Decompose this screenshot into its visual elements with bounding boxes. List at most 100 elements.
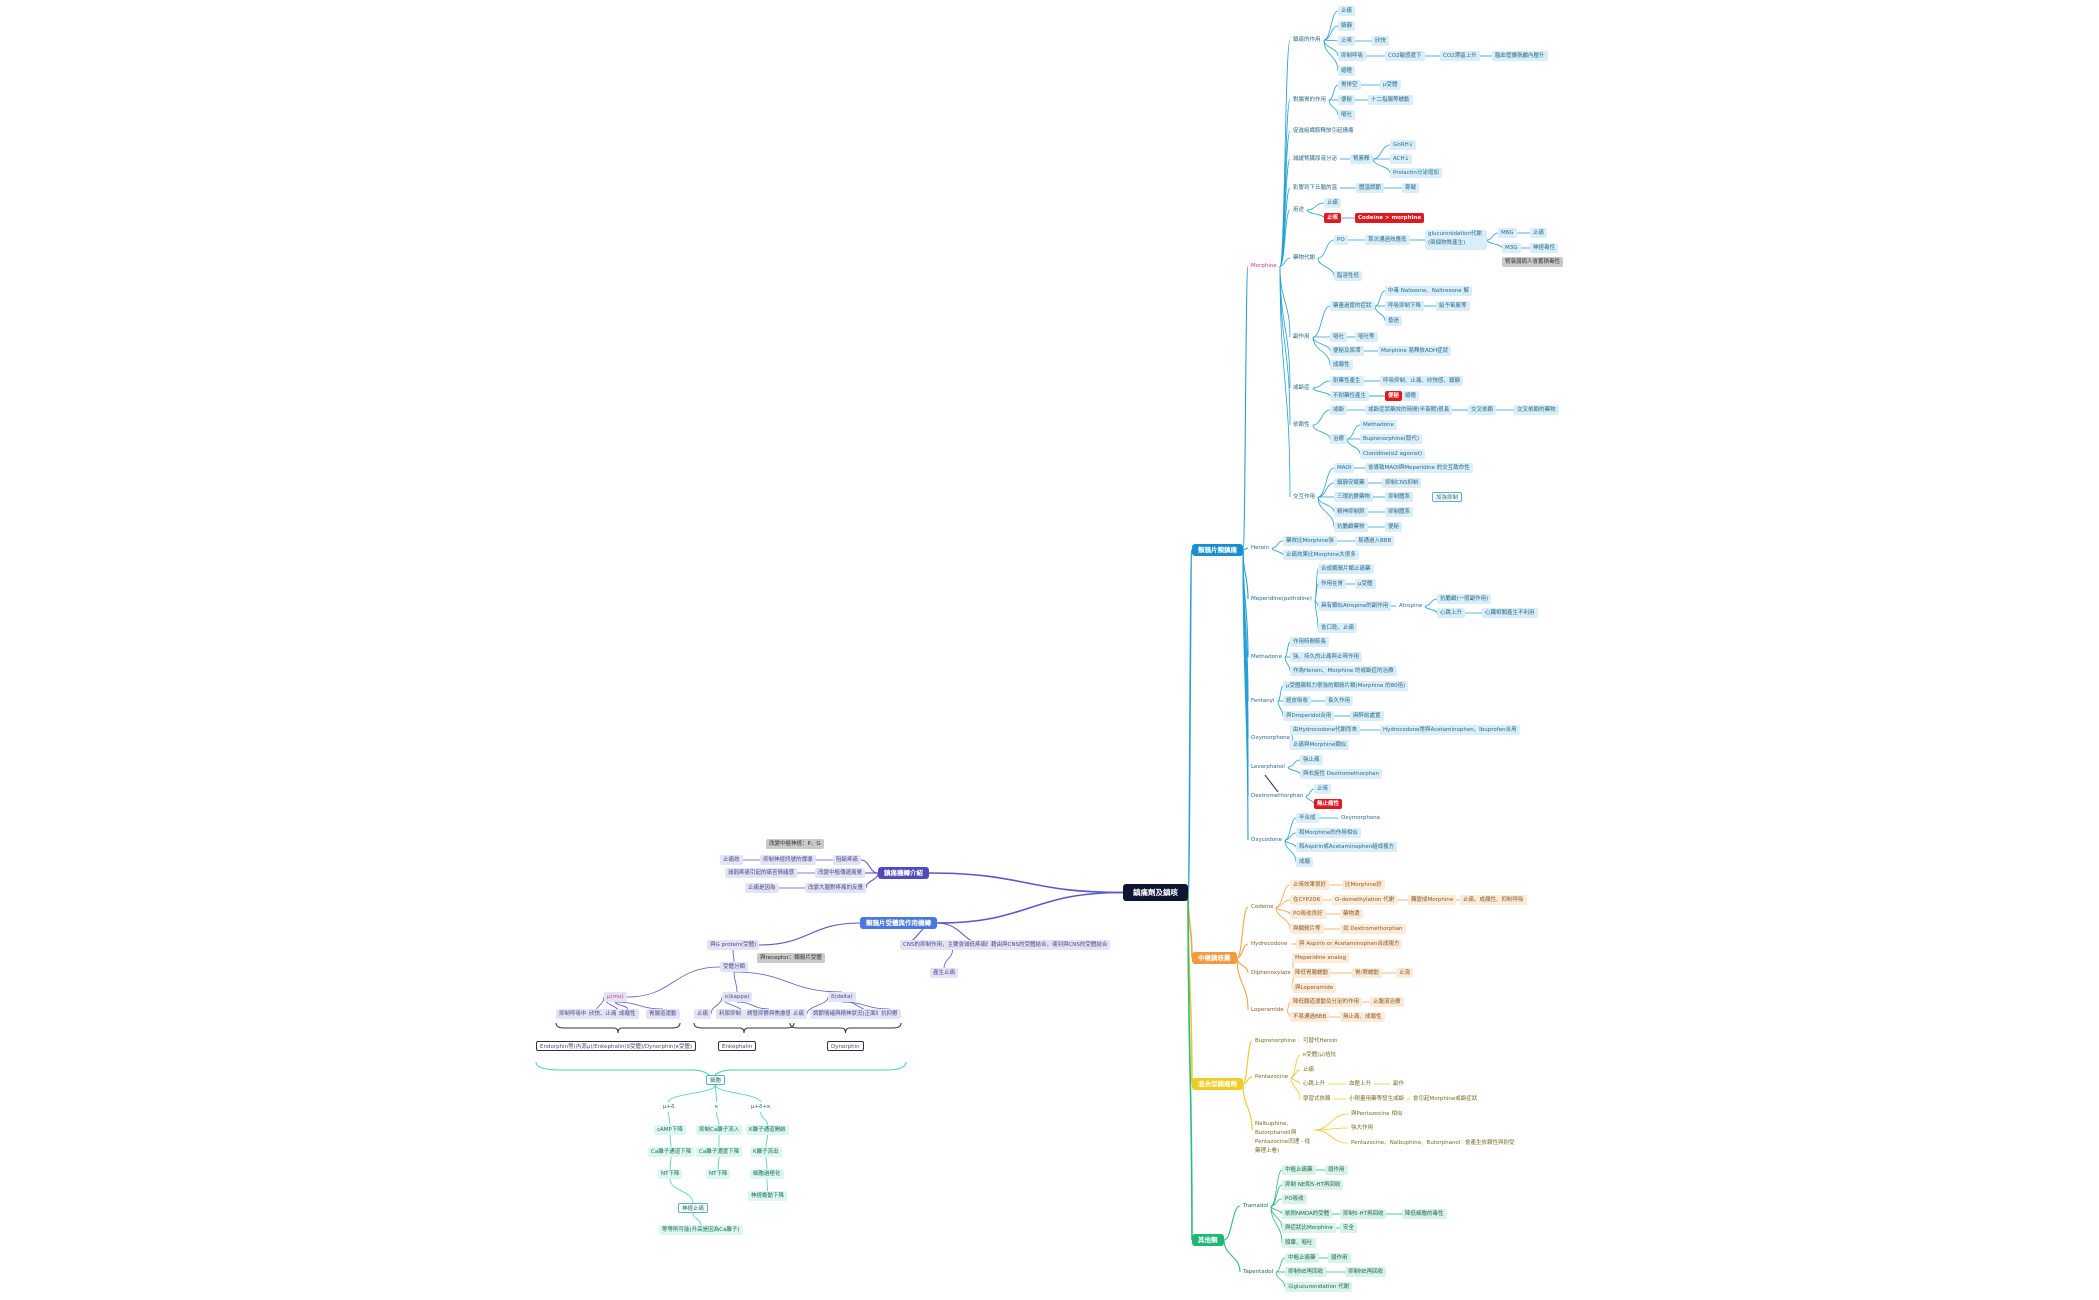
node-lop1[interactable]: 降低腸道運動及分泌的作用: [1290, 997, 1363, 1007]
node-h2[interactable]: 止痛效果比Morphine大很多: [1283, 550, 1359, 560]
node-cmu2[interactable]: Ca離子通道下降: [648, 1147, 695, 1157]
node-h1[interactable]: 藥效比Morphine強: [1283, 536, 1337, 546]
node-meth1[interactable]: 作用時間較長: [1290, 637, 1330, 647]
node-oxyc1[interactable]: 半合成: [1296, 813, 1319, 823]
node-m10a1[interactable]: 戒斷症狀藥效的時間(半衰期)很長: [1365, 405, 1453, 415]
node-m8b1[interactable]: 嘔吐等: [1355, 332, 1378, 342]
node-nal3a[interactable]: 會產生依賴性與耐受: [1465, 1140, 1515, 1146]
node-meth2[interactable]: 強、持久的止痛與止咳作用: [1290, 652, 1363, 662]
node-k1a[interactable]: 抑制神經訊號的傳導: [760, 855, 816, 865]
node-rkap1[interactable]: 止痛: [694, 1009, 712, 1019]
node-rdel2[interactable]: 調節情緒與精神狀況(正面效): [810, 1009, 887, 1019]
node-fent3[interactable]: 與Droperidol合用: [1283, 711, 1335, 721]
node-ck2[interactable]: Ca離子濃度下降: [696, 1147, 743, 1157]
node-m5a1[interactable]: 寒戰: [1402, 183, 1420, 193]
node-tram6[interactable]: 頭暈、嘔吐: [1282, 1238, 1316, 1248]
node-t4[interactable]: 其他類: [1192, 1234, 1224, 1246]
node-levo[interactable]: Levorphanol: [1251, 764, 1285, 770]
node-ck[interactable]: κ: [715, 1104, 719, 1110]
node-m8a1[interactable]: 中毒 Naloxone、Naltrexone 解: [1385, 286, 1472, 296]
node-oxyc1a[interactable]: Oxymorphone: [1341, 815, 1381, 821]
node-pent[interactable]: Pentazocine: [1255, 1074, 1289, 1080]
node-cd1[interactable]: K離子通道開啟: [746, 1125, 789, 1135]
node-levo2[interactable]: 與右旋性 Dextromethorphan: [1300, 769, 1383, 779]
node-k3[interactable]: 改變大腦對疼痛的反應: [805, 883, 867, 893]
node-m7[interactable]: 藥物代謝: [1293, 255, 1316, 261]
node-r1b[interactable]: 與receptor：類鴉片受體: [757, 953, 825, 963]
node-k3a[interactable]: 止痛是因為: [745, 883, 779, 893]
node-m10b2[interactable]: Buprenorphine(取代): [1360, 434, 1423, 444]
node-m2a1[interactable]: μ受體: [1380, 80, 1401, 90]
node-m11f[interactable]: 加強抑制: [1432, 492, 1463, 502]
node-m1e[interactable]: 縮瞳: [1338, 66, 1356, 76]
node-rdel[interactable]: δ(delta): [828, 992, 856, 1002]
node-k2a[interactable]: 減弱疼痛引起的痛苦情緒感: [725, 868, 798, 878]
node-m7a5[interactable]: 腎衰弱病人會蓄積毒性: [1502, 257, 1564, 267]
node-rkap3[interactable]: 誘發抑鬱與焦慮感: [744, 1009, 795, 1019]
node-cod4[interactable]: 與類鴉片等: [1290, 924, 1324, 934]
node-fent3a[interactable]: 麻醉前處置: [1350, 711, 1384, 721]
node-c0[interactable]: 細胞: [706, 1075, 726, 1085]
node-m10b3[interactable]: Clonidine(α2 agonist): [1360, 449, 1426, 459]
node-m10[interactable]: 依賴性: [1293, 422, 1310, 428]
node-dip1[interactable]: Meperidine analog: [1292, 953, 1350, 963]
node-rdel3[interactable]: 抗抑鬱: [878, 1009, 901, 1019]
node-cod3a[interactable]: 藥物濃: [1340, 909, 1363, 919]
node-r2a[interactable]: 產生止痛: [930, 968, 959, 978]
node-rmu1[interactable]: 抑制呼吸中樞: [556, 1009, 596, 1019]
node-m1d[interactable]: 抑制呼吸: [1338, 51, 1367, 61]
node-cmu3[interactable]: NT下降: [658, 1169, 683, 1179]
node-h1a[interactable]: 易通過入BBB: [1355, 536, 1395, 546]
node-oxy1a[interactable]: Hydrocodone常與Acetaminophen、Ibuprofen合用: [1380, 725, 1520, 735]
node-ck1[interactable]: 抑制Ca離子流入: [696, 1125, 743, 1135]
node-meth[interactable]: Methadone: [1251, 654, 1282, 660]
node-r3[interactable]: 藉由與CNS的受體結合，達到與CNS的受體結合: [988, 940, 1111, 950]
node-rmu[interactable]: μ(mu): [604, 992, 627, 1002]
node-r1a[interactable]: 受體分類: [720, 962, 749, 972]
node-m9b1[interactable]: 便秘: [1385, 391, 1403, 401]
node-m4a1[interactable]: GnRH↓: [1390, 140, 1417, 150]
node-rmu2[interactable]: 欣快、止痛: [586, 1009, 620, 1019]
node-m1d2[interactable]: CO2滯留上升: [1440, 51, 1480, 61]
node-t1[interactable]: 類鴉片類鎮痛: [1192, 544, 1243, 556]
node-m11e1[interactable]: 便秘: [1385, 522, 1403, 532]
node-m2b[interactable]: 便秘: [1338, 95, 1356, 105]
node-tram1a[interactable]: 弱作用: [1325, 1165, 1348, 1175]
node-cod2a[interactable]: O-demethylation 代謝: [1332, 895, 1398, 905]
node-m9b2[interactable]: 縮瞳: [1402, 391, 1420, 401]
node-mep3a[interactable]: Atropine: [1399, 603, 1423, 609]
node-m10a2[interactable]: 交叉依賴: [1468, 405, 1497, 415]
node-oxy[interactable]: Oxymorphone: [1251, 735, 1291, 741]
node-tap1[interactable]: 中樞止痛藥: [1285, 1253, 1319, 1263]
node-pent2[interactable]: 止痛: [1303, 1067, 1315, 1073]
node-pent3a[interactable]: 血壓上升: [1349, 1081, 1372, 1087]
node-m11[interactable]: 交互作用: [1293, 494, 1316, 500]
node-m11a[interactable]: MAOI: [1334, 463, 1355, 473]
node-t5[interactable]: 鎮痛機轉介紹: [878, 867, 929, 879]
node-cd[interactable]: μ+δ+κ: [751, 1104, 771, 1110]
node-tap1a[interactable]: 弱作用: [1328, 1253, 1351, 1263]
node-m7b[interactable]: 脂溶性低: [1334, 271, 1363, 281]
node-cod2c[interactable]: 止痛、成癮性、抑制呼吸: [1460, 895, 1527, 905]
node-m8a[interactable]: 藥量過度的症狀: [1330, 301, 1375, 311]
node-pent3b[interactable]: 副作: [1393, 1081, 1405, 1087]
node-pent4[interactable]: 學習式依賴: [1303, 1096, 1331, 1102]
node-bup1[interactable]: 可替代Heroin: [1303, 1038, 1338, 1044]
node-m10a[interactable]: 戒斷: [1330, 405, 1348, 415]
node-k1c[interactable]: 改變中樞神經：P、G: [766, 839, 824, 849]
node-rkap2[interactable]: 利尿抑制: [716, 1009, 745, 1019]
node-oxy1[interactable]: 由Hydrocodone代謝而來: [1290, 725, 1361, 735]
node-m11e[interactable]: 抗膽鹼藥物: [1334, 522, 1368, 532]
node-m1b[interactable]: 鎮靜: [1338, 21, 1356, 31]
node-cod4a[interactable]: 如 Dextromethorphan: [1340, 924, 1406, 934]
node-m4a2[interactable]: ACH↓: [1390, 154, 1413, 164]
node-lop[interactable]: Loperamide: [1251, 1007, 1284, 1013]
node-root[interactable]: 鎮痛劑及鎮咳: [1123, 884, 1188, 901]
node-m2b1[interactable]: 十二指腸等蠕動: [1368, 95, 1413, 105]
node-tram4b[interactable]: 降低細胞的毒性: [1402, 1209, 1447, 1219]
node-pent1[interactable]: κ受體(μ)拮抗: [1303, 1052, 1337, 1058]
node-t6[interactable]: 類鴉片受體與作用機轉: [860, 917, 937, 929]
node-fent2[interactable]: 經皮吸收: [1283, 696, 1312, 706]
node-m8c1[interactable]: Morphine 易釋放ADH症狀: [1378, 346, 1452, 356]
node-m2c[interactable]: 嘔吐: [1338, 110, 1356, 120]
